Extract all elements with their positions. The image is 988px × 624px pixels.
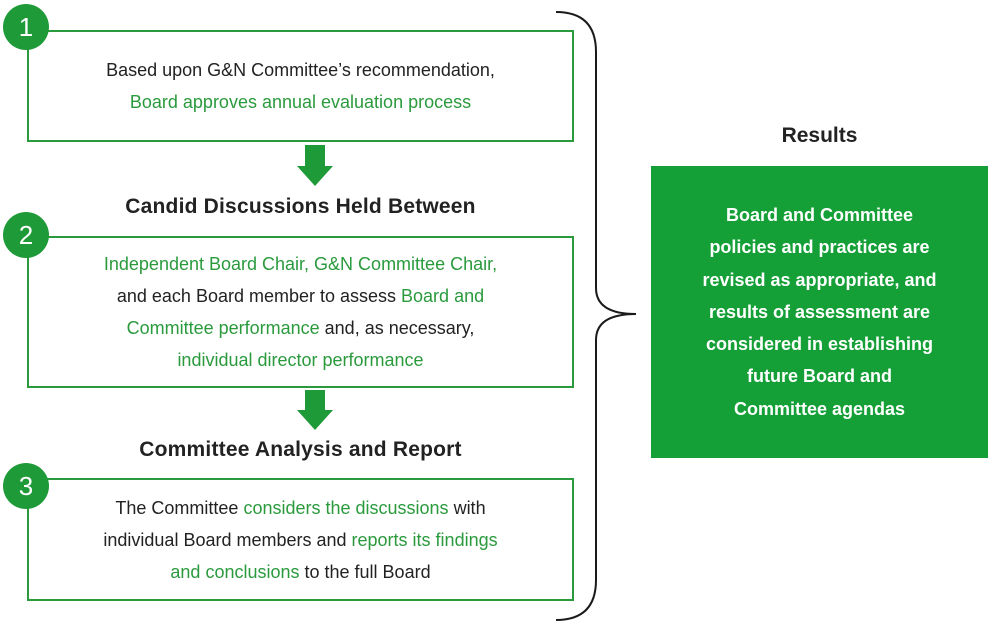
right-curly-bracket	[555, 11, 637, 621]
results-title: Results	[781, 124, 858, 147]
text-line: and each Board member to assess Board an…	[49, 280, 552, 312]
results-line: policies and practices are	[709, 237, 930, 258]
results-line: results of assessment are	[708, 301, 931, 322]
body-text: Based upon G&N Committee’s recommendatio…	[106, 60, 495, 80]
highlighted-text: Board approves annual evaluation process	[129, 92, 472, 112]
results-line: Committee agendas	[733, 398, 906, 419]
step-3-badge: 3	[3, 463, 49, 509]
body-text: The Committee	[115, 497, 244, 518]
highlighted-text: and conclusions	[170, 561, 300, 582]
down-arrow-2	[297, 390, 333, 430]
results-text: Board and Committee policies and practice…	[702, 199, 936, 425]
down-arrow-1	[297, 145, 333, 186]
highlighted-text: individual director performance	[177, 350, 424, 370]
body-text: with	[448, 497, 486, 518]
step-1-badge: 1	[3, 4, 49, 50]
highlighted-text: Committee performance	[126, 318, 320, 338]
results-box: Board and Committee policies and practice…	[651, 166, 988, 458]
text-line: Committee performance and, as necessary,	[49, 312, 552, 344]
text-line: and conclusions to the full Board	[49, 556, 552, 588]
step-2-heading: Candid Discussions Held Between	[125, 195, 476, 218]
body-text: and, as necessary,	[319, 318, 475, 338]
results-line: considered in establishing	[705, 334, 934, 355]
highlighted-text: reports its findings	[351, 529, 498, 550]
step-1-text: Based upon G&N Committee’s recommendatio…	[29, 54, 572, 118]
text-line: individual Board members and reports its…	[49, 524, 552, 556]
text-line: Independent Board Chair, G&N Committee C…	[49, 248, 552, 280]
text-line: individual director performance	[49, 344, 552, 376]
results-line: revised as appropriate, and	[702, 269, 937, 290]
step-1-box: Based upon G&N Committee’s recommendatio…	[27, 30, 574, 142]
results-line: Board and Committee	[725, 204, 914, 225]
step-2-box: Independent Board Chair, G&N Committee C…	[27, 236, 574, 388]
highlighted-text: Board and	[401, 286, 485, 306]
step-2-text: Independent Board Chair, G&N Committee C…	[29, 248, 572, 376]
highlighted-text: considers the discussions	[243, 497, 449, 518]
text-line: Board approves annual evaluation process	[49, 86, 552, 118]
step-2-badge: 2	[3, 212, 49, 258]
body-text: and each Board member to assess	[116, 286, 402, 306]
text-line: Based upon G&N Committee’s recommendatio…	[49, 54, 552, 86]
text-line: The Committee considers the discussions …	[49, 492, 552, 524]
body-text: individual Board members and	[103, 529, 352, 550]
body-text: to the full Board	[299, 561, 431, 582]
results-line: future Board and	[746, 366, 892, 387]
highlighted-text: Independent Board Chair, G&N Committee C…	[103, 254, 498, 274]
step-3-heading: Committee Analysis and Report	[139, 438, 462, 461]
step-3-box: The Committee considers the discussions …	[27, 478, 574, 601]
step-3-text: The Committee considers the discussions …	[29, 492, 572, 588]
